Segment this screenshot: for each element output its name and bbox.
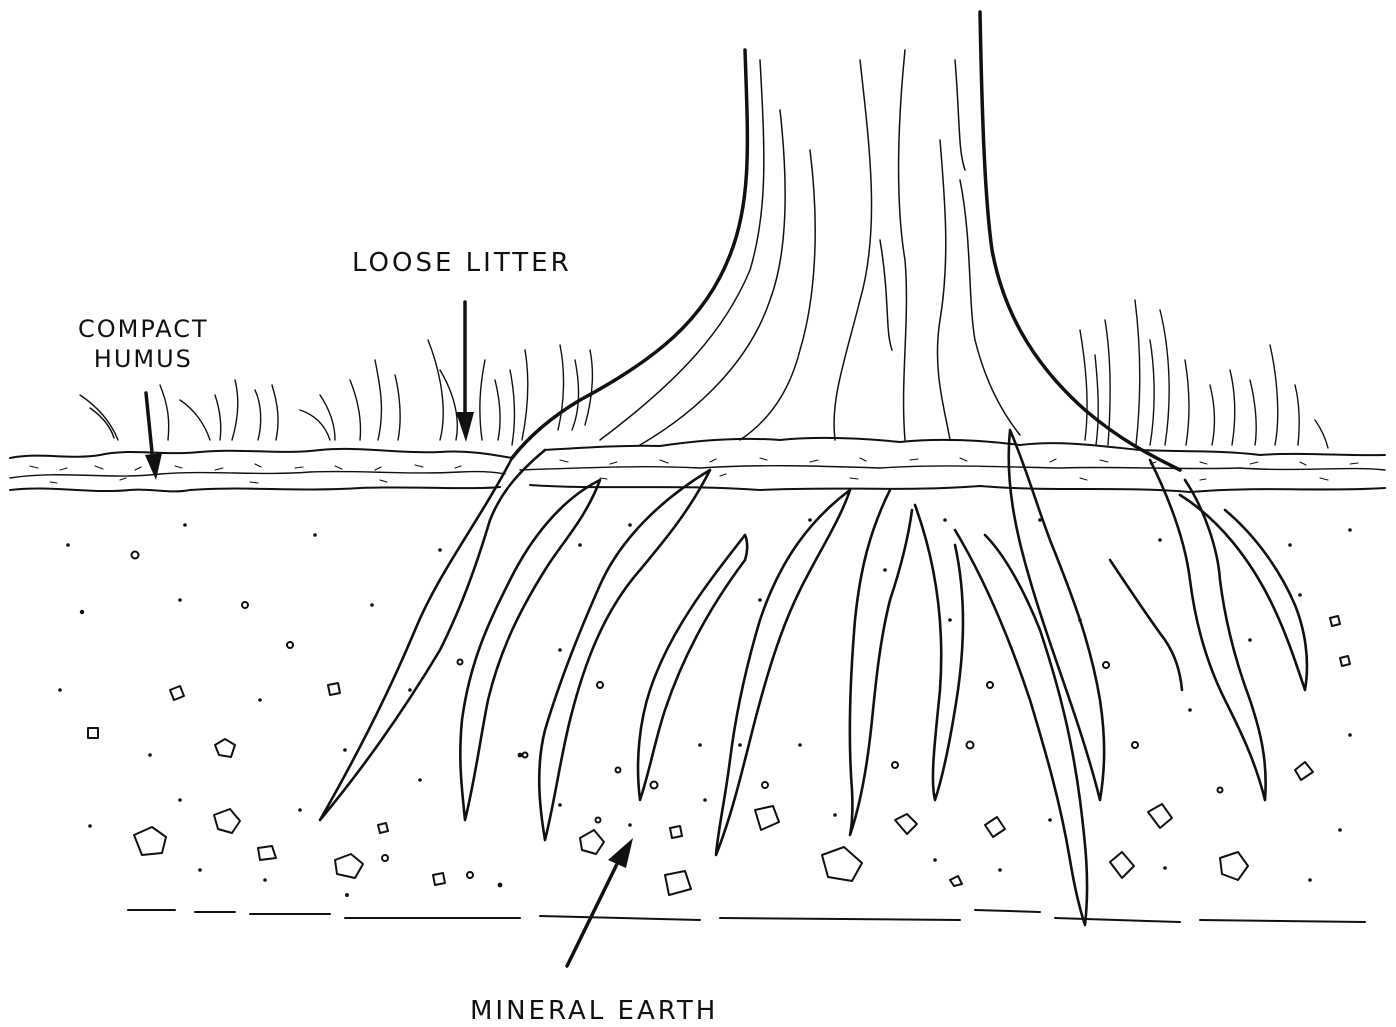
roots [320,430,1307,925]
mineral-earth-label: MINERAL EARTH [470,996,718,1026]
grass-right [1080,300,1328,448]
compact-humus-label: COMPACT HUMUS [78,314,209,374]
soil-stipple [58,518,1352,897]
loose-litter-label: LOOSE LITTER [352,248,572,278]
arrow-loose-litter [456,302,474,442]
arrow-compact-humus [145,393,162,480]
mineral-boundary [128,910,1365,922]
compact-humus-label-line2: HUMUS [78,344,209,374]
tree-trunk [512,12,1180,470]
arrow-mineral-earth [567,838,633,966]
compact-humus-label-line1: COMPACT [78,314,209,344]
pebbles [88,552,1350,896]
humus-layer [10,438,1385,492]
